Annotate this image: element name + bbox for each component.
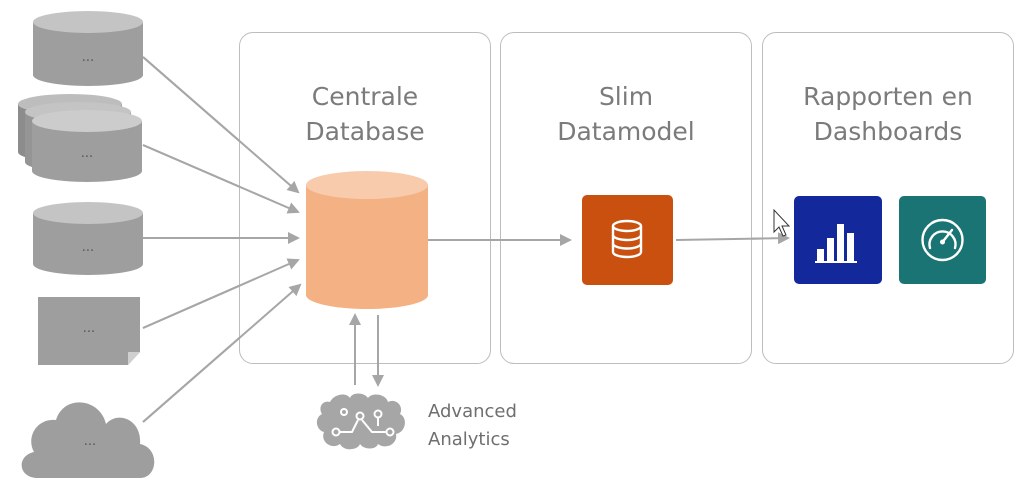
source-database-1: [33, 11, 143, 86]
central-database-cylinder: [306, 171, 428, 309]
database-icon: [611, 219, 643, 259]
datamodel-tile: [582, 195, 673, 285]
source-document: [38, 297, 140, 365]
source-label: ...: [81, 50, 95, 65]
source-database-2: [33, 202, 143, 275]
panel-title: Centrale Database: [305, 82, 425, 146]
source-label: ...: [80, 146, 94, 161]
dashboards-tile: [899, 196, 986, 284]
source-label: ...: [81, 240, 95, 255]
panel-title: Rapporten en Dashboards: [803, 82, 973, 146]
source-label: ...: [82, 321, 96, 336]
gauge-icon: [921, 218, 964, 262]
panel-title: Slim Datamodel: [557, 82, 695, 146]
reports-tile: [794, 196, 882, 284]
source-label: ...: [83, 434, 97, 449]
bar-chart-icon: [815, 224, 857, 263]
source-database-stack: [18, 94, 142, 182]
advanced-analytics-label: Advanced Analytics: [428, 401, 517, 450]
source-cloud: [21, 402, 155, 478]
brain-circuit-icon: [316, 393, 405, 450]
